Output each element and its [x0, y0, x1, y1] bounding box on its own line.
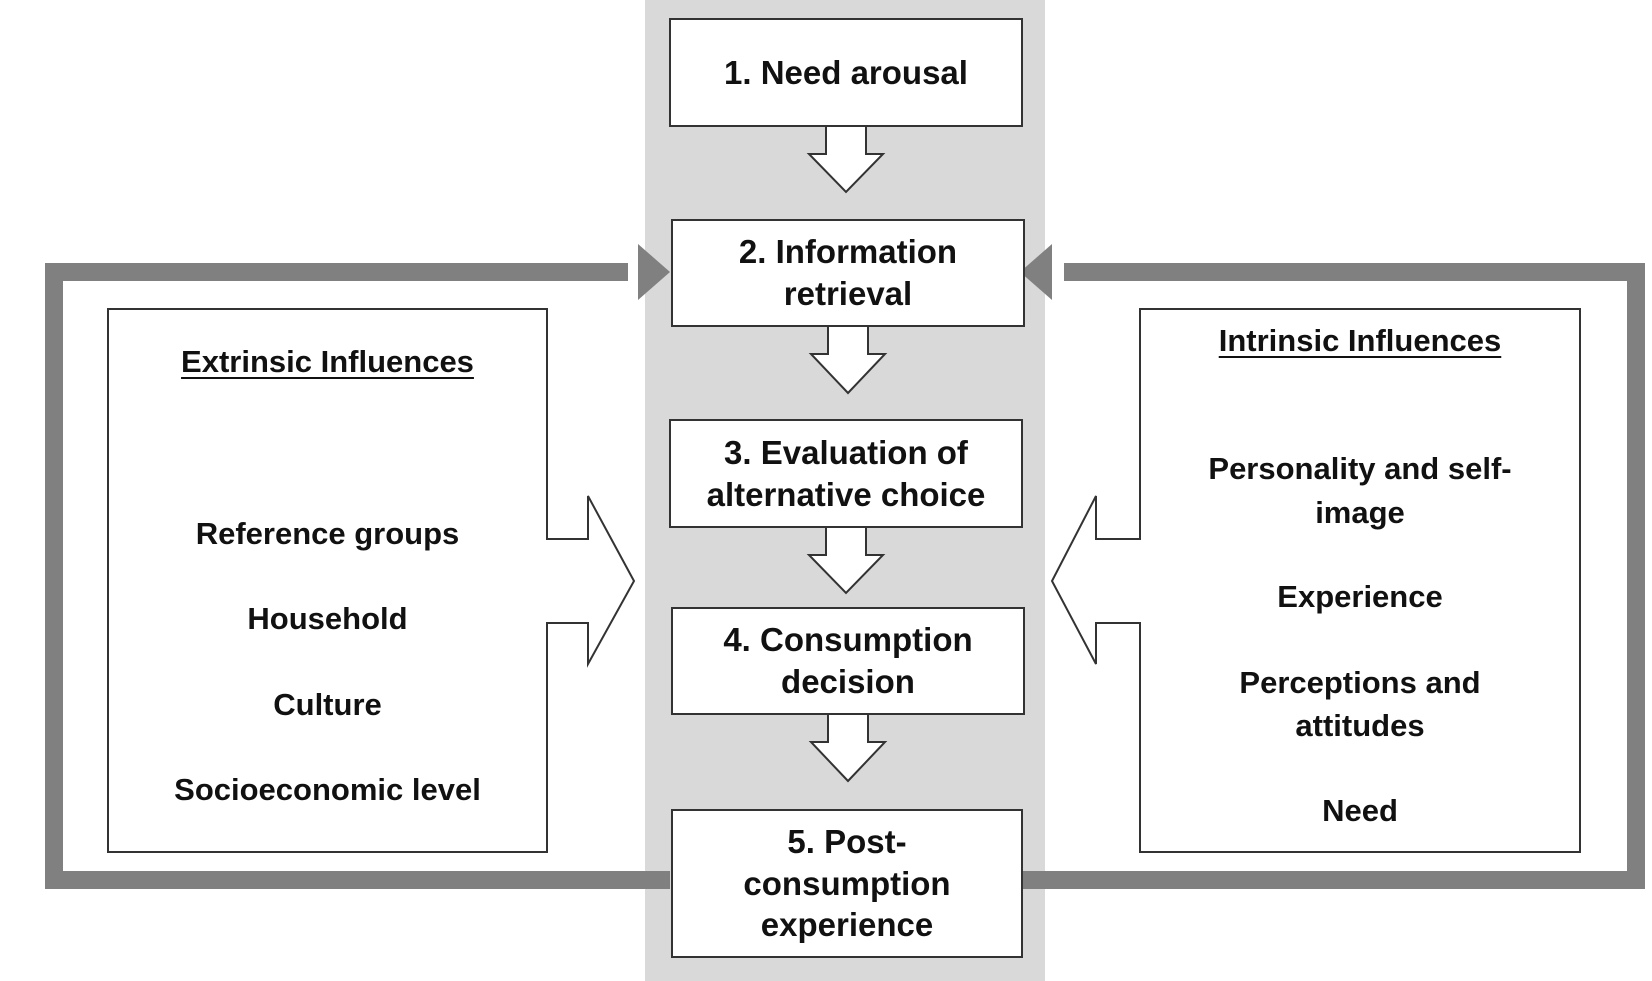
feedback-loop-right: [1018, 263, 1645, 889]
intrinsic-item-personality-line-1: Personality and self-: [1208, 451, 1512, 486]
intrinsic-heading: Intrinsic Influences: [1218, 323, 1502, 358]
extrinsic-heading: Extrinsic Influences: [181, 344, 474, 379]
stage-box-1: [669, 18, 1023, 127]
intrinsic-influences-box: [1050, 308, 1581, 853]
down-arrow-4-5: [808, 713, 888, 783]
stage-2-line-1: 2. Information: [738, 233, 958, 271]
stage-box-5: [671, 809, 1023, 958]
stage-1-line-1: 1. Need arousal: [724, 53, 968, 91]
stage-4-line-1: 4. Consumption: [723, 621, 973, 659]
stage-3-line-2: alternative choice: [706, 475, 986, 513]
down-arrow-1-2: [806, 125, 886, 194]
extrinsic-item-reference-groups: Reference groups: [195, 516, 460, 551]
extrinsic-item-socioeconomic-level: Socioeconomic level: [174, 772, 481, 807]
stage-box-4: [671, 607, 1025, 715]
intrinsic-item-perceptions-line-2: attitudes: [1295, 708, 1425, 743]
stage-5-line-3: experience: [760, 906, 934, 944]
feedback-arrowhead-left: [638, 244, 670, 300]
feedback-loop: [45, 263, 1645, 889]
stage-4-line-2: decision: [781, 663, 915, 700]
stage-3-line-1: 3. Evaluation of: [724, 433, 968, 471]
intrinsic-item-need: Need: [1322, 793, 1398, 828]
stage-5-line-2: consumption: [743, 864, 951, 902]
stage-label-5: 5. Post- consumption experience: [672, 810, 1022, 957]
stage-label-1: 1. Need arousal: [670, 19, 1022, 126]
down-arrow-2-3: [808, 325, 888, 395]
extrinsic-item-culture: Culture: [273, 687, 382, 722]
stage-2-line-2: retrieval: [783, 275, 913, 312]
extrinsic-influences-box: [107, 308, 636, 853]
stage-box-2: [671, 219, 1025, 327]
stage-5-line-1: 5. Post-: [787, 822, 907, 860]
feedback-loop-left: [45, 263, 670, 889]
down-arrow-3-4: [806, 526, 886, 595]
intrinsic-item-personality-line-2: image: [1315, 495, 1405, 530]
stage-label-2: 2. Information retrieval: [672, 220, 1024, 326]
intrinsic-item-experience: Experience: [1277, 579, 1443, 614]
stage-label-3: 3. Evaluation of alternative choice: [670, 420, 1022, 527]
extrinsic-item-household: Household: [247, 601, 408, 636]
stage-box-3: [669, 419, 1023, 528]
stage-label-4: 4. Consumption decision: [672, 608, 1024, 714]
intrinsic-item-perceptions-line-1: Perceptions and: [1239, 665, 1481, 700]
feedback-arrowhead-right: [1020, 244, 1052, 300]
